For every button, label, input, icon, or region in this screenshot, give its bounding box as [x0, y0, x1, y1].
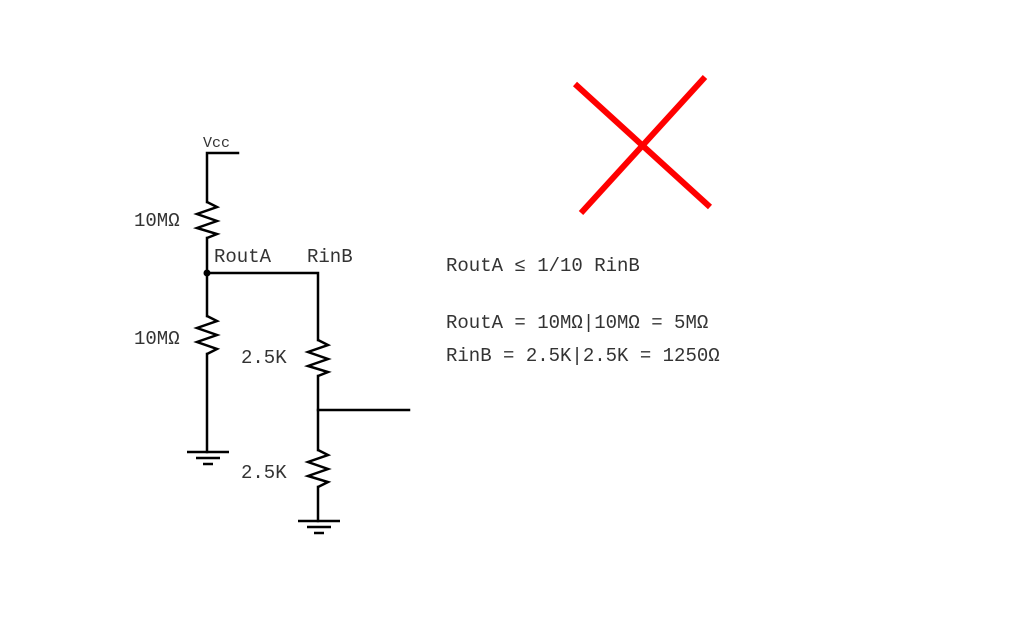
cross-stroke-2 — [578, 74, 708, 216]
ground-b-icon — [298, 519, 340, 535]
equations: RoutA ≤ 1/10 RinB RoutA = 10MΩ|10MΩ = 5M… — [446, 255, 720, 367]
condition-equation: RoutA ≤ 1/10 RinB — [446, 255, 640, 277]
rin-b-equation: RinB = 2.5K|2.5K = 1250Ω — [446, 345, 720, 367]
resistor-b-bottom-symbol — [303, 448, 332, 489]
rout-a-equation: RoutA = 10MΩ|10MΩ = 5MΩ — [446, 312, 708, 334]
resistor-a-bottom-label: 10MΩ — [134, 328, 180, 350]
node-b-label: RinB — [307, 246, 353, 268]
resistor-b-top: 2.5K — [241, 338, 332, 378]
vcc-label: Vcc — [203, 135, 230, 152]
resistor-b-bottom: 2.5K — [241, 448, 332, 489]
vcc-wire — [205, 151, 240, 204]
ground-a-icon — [187, 450, 229, 466]
resistor-a-top-symbol — [192, 200, 221, 240]
resistor-b-top-label: 2.5K — [241, 347, 287, 369]
node-a-label: RoutA — [214, 246, 272, 268]
resistor-b-bottom-label: 2.5K — [241, 462, 287, 484]
coupling-wire — [205, 271, 320, 342]
cross-icon — [572, 74, 713, 216]
resistor-a-top: 10MΩ — [134, 200, 221, 240]
resistor-a-top-label: 10MΩ — [134, 210, 180, 232]
vcc-supply: Vcc — [203, 135, 240, 204]
resistor-a-bottom: 10MΩ — [134, 314, 221, 356]
resistor-a-bottom-symbol — [193, 314, 221, 356]
resistor-b-top-symbol — [303, 338, 332, 378]
